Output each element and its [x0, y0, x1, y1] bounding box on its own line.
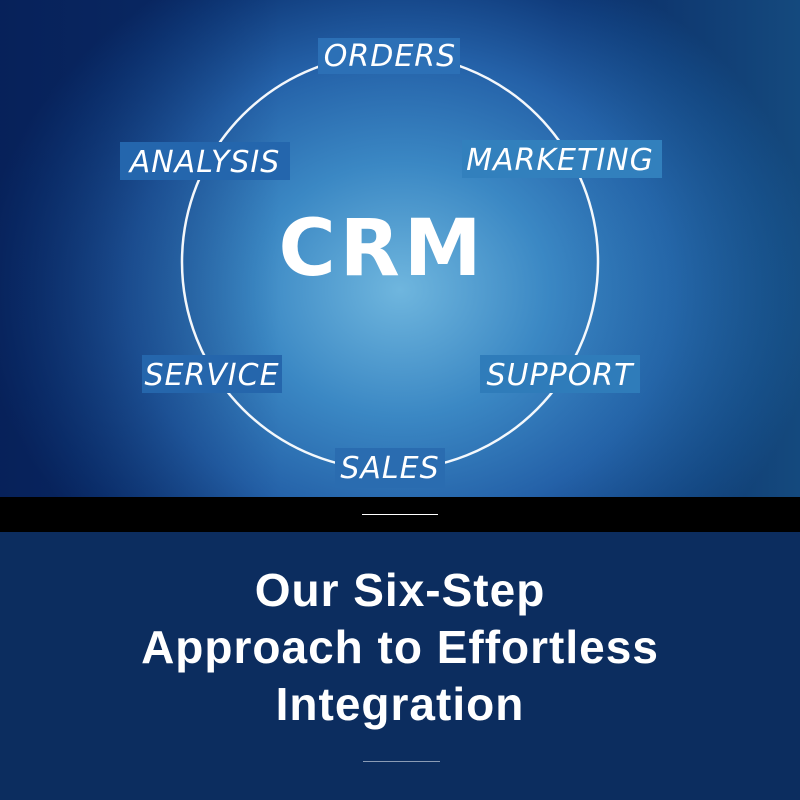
divider-band: [0, 497, 800, 532]
headline-line-2: Approach to Effortless: [141, 621, 659, 673]
headline: Our Six-Step Approach to Effortless Inte…: [0, 562, 800, 733]
label-mask: [120, 142, 290, 180]
crm-center-label: CRM: [279, 204, 486, 294]
label-mask: [142, 355, 282, 393]
divider-rule: [362, 514, 438, 515]
label-mask: [335, 448, 445, 488]
crm-hero-image: [0, 0, 800, 497]
label-sales: SALES: [340, 451, 439, 486]
bottom-divider-rule: [363, 761, 440, 762]
crm-cycle-diagram: ORDERS MARKETING SUPPORT SALES SERVICE A…: [120, 38, 662, 488]
headline-line-1: Our Six-Step: [254, 564, 546, 616]
label-mask: [480, 355, 640, 393]
label-support: SUPPORT: [487, 358, 636, 393]
label-mask: [462, 140, 662, 178]
label-service: SERVICE: [144, 358, 279, 393]
label-mask: [318, 38, 460, 74]
headline-line-3: Integration: [275, 678, 525, 730]
label-orders: ORDERS: [324, 39, 456, 74]
label-analysis: ANALYSIS: [128, 145, 281, 180]
label-marketing: MARKETING: [466, 143, 654, 178]
